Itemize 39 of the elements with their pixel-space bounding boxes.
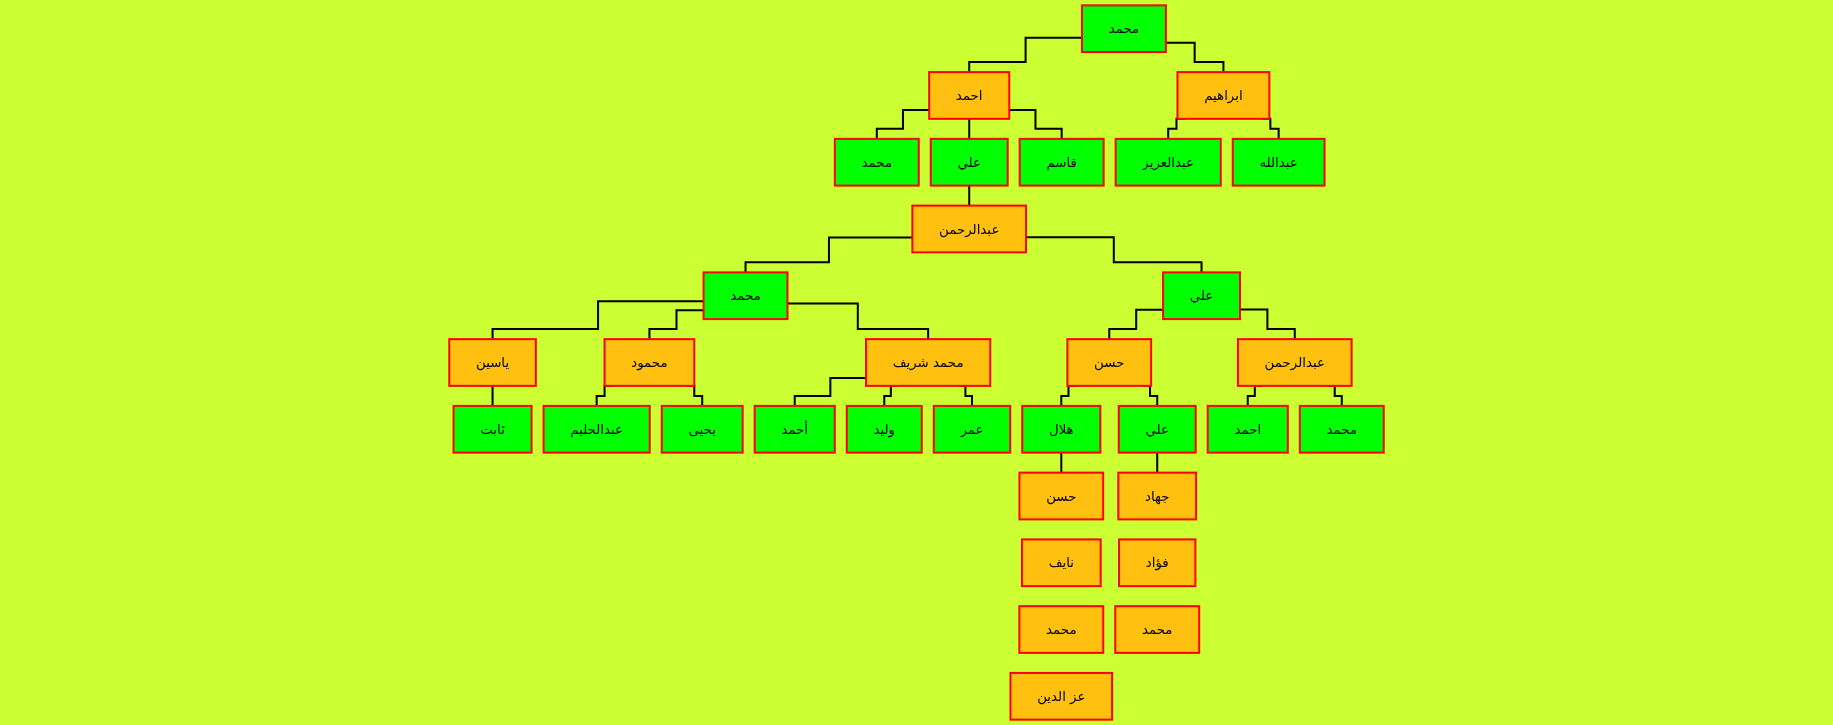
node-box: عز الدين	[1009, 671, 1114, 721]
node-box: علي	[1117, 404, 1197, 454]
node-box: أحمد	[753, 404, 836, 454]
node-box: محمود	[603, 338, 696, 387]
node-box: عبدالحليم	[542, 404, 651, 454]
connector	[1060, 451, 1063, 474]
node-box: عمر	[932, 404, 1012, 454]
node-box: ابراهيم	[1176, 71, 1271, 120]
node-box: عبدالله	[1231, 137, 1326, 187]
node-box: وليد	[845, 404, 923, 454]
node-box: محمد شريف	[865, 338, 992, 387]
node-box: محمد	[1018, 605, 1105, 654]
node-box: فؤاد	[1118, 538, 1197, 588]
node-box: قاسم	[1018, 137, 1105, 187]
connector	[1156, 451, 1159, 474]
node-box: محمد	[702, 271, 789, 321]
node-box: ثابت	[452, 404, 533, 454]
node-box: حسن	[1018, 471, 1105, 521]
node-box: محمد	[1081, 4, 1167, 54]
node-box: علي	[929, 137, 1009, 187]
node-box: عبدالعزيز	[1114, 137, 1222, 187]
connector	[793, 377, 867, 407]
node-box: عبدالرحمن	[911, 204, 1028, 254]
node-box: نايف	[1020, 538, 1102, 588]
node-box: حسن	[1066, 338, 1153, 387]
node-box: ياسين	[448, 338, 537, 387]
node-box: عبدالرحمن	[1236, 338, 1353, 387]
node-box: محمد	[1298, 404, 1385, 454]
connector	[968, 184, 971, 207]
node-box: علي	[1162, 271, 1241, 321]
node-box: احمد	[928, 71, 1011, 120]
connector	[968, 117, 971, 140]
node-box: هلال	[1021, 404, 1102, 454]
node-box: محمد	[1114, 605, 1201, 654]
node-box: يحيى	[660, 404, 744, 454]
node-box: جهاد	[1117, 471, 1198, 521]
connector	[491, 384, 494, 407]
node-box: احمد	[1206, 404, 1289, 454]
node-box: محمد	[833, 137, 920, 187]
